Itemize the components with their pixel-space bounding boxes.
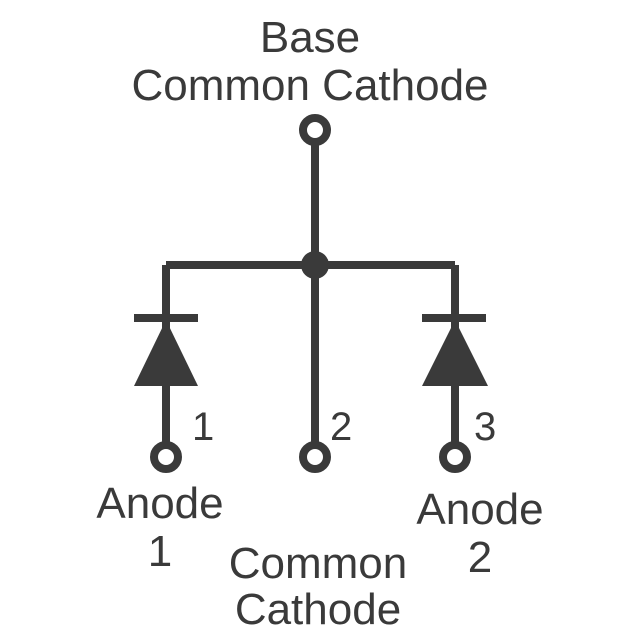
- diode-1-triangle: [134, 320, 198, 386]
- pin-2-number: 2: [330, 405, 352, 449]
- diode-2-triangle: [422, 320, 488, 386]
- anode-1-label: Anode: [96, 479, 223, 528]
- base-label: Base: [260, 13, 360, 62]
- anode-1-number: 1: [148, 527, 172, 576]
- pin-2-terminal: [299, 441, 331, 473]
- pin-3-number: 3: [474, 405, 496, 449]
- anode-2-number: 2: [468, 533, 492, 582]
- common-label: Common: [229, 539, 408, 588]
- pin-1-number: 1: [192, 405, 214, 449]
- base-terminal: [299, 114, 331, 146]
- pin-3-terminal: [439, 441, 471, 473]
- pin-1-terminal: [150, 441, 182, 473]
- anode-2-label: Anode: [416, 485, 543, 534]
- cathode-label: Cathode: [235, 585, 401, 634]
- common-cathode-top-label: Common Cathode: [131, 61, 488, 110]
